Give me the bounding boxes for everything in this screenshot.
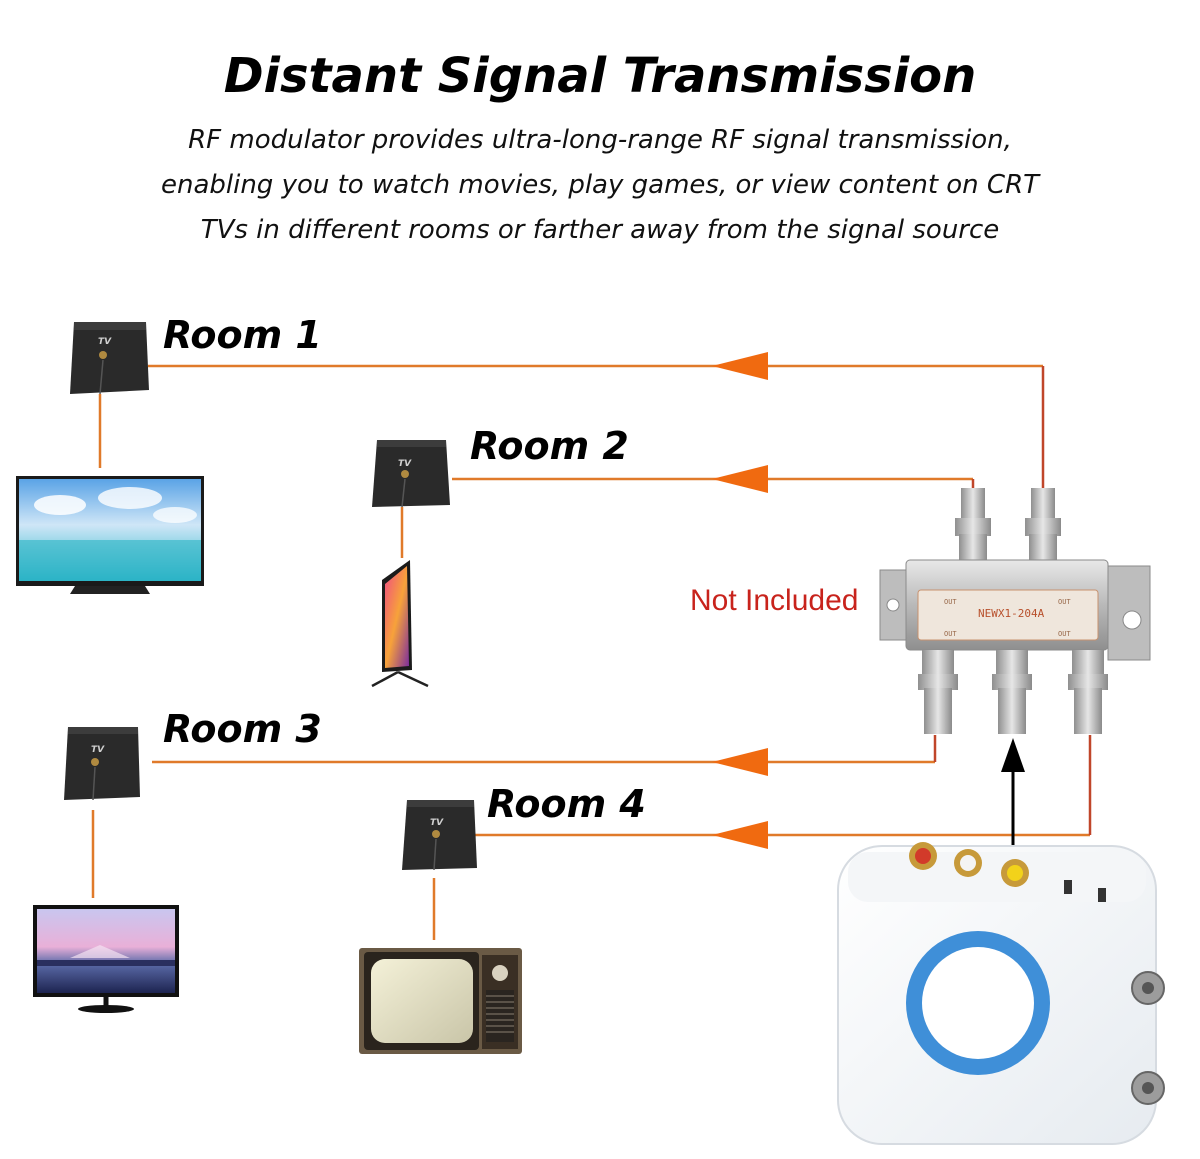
tv-antenna-icon: TV: [64, 727, 140, 800]
room-4-arrow: [712, 821, 768, 849]
antenna-label: TV: [398, 459, 412, 469]
room-3-arrow: [712, 748, 768, 776]
rf-modulator-icon: [838, 842, 1164, 1144]
room-2-arrow: [712, 465, 768, 493]
input-arrow: [1001, 738, 1025, 845]
antenna-label: TV: [430, 818, 444, 828]
signal-arrows: [712, 352, 768, 849]
splitter-port-label: OUT: [1058, 630, 1071, 638]
antenna-label: TV: [98, 337, 112, 347]
tv-antenna-icon: TV: [70, 322, 149, 394]
vertical-tv-icon: [372, 560, 428, 686]
splitter-port-label: OUT: [944, 598, 957, 606]
antenna-label: TV: [91, 745, 105, 755]
tv-antenna-icon: TV: [402, 800, 477, 870]
splitter-port-label: OUT: [1058, 598, 1071, 606]
splitter-port-label: OUT: [944, 630, 957, 638]
tv-antenna-icon: TV: [372, 440, 450, 507]
monitor-icon: [33, 905, 179, 1013]
splitter-icon: NEWX1-204A OUT OUT OUT OUT: [880, 488, 1150, 734]
room-1-arrow: [712, 352, 768, 380]
splitter-model: NEWX1-204A: [978, 607, 1045, 620]
crt-tv-icon: [359, 948, 522, 1054]
flat-tv-icon: [16, 476, 204, 594]
